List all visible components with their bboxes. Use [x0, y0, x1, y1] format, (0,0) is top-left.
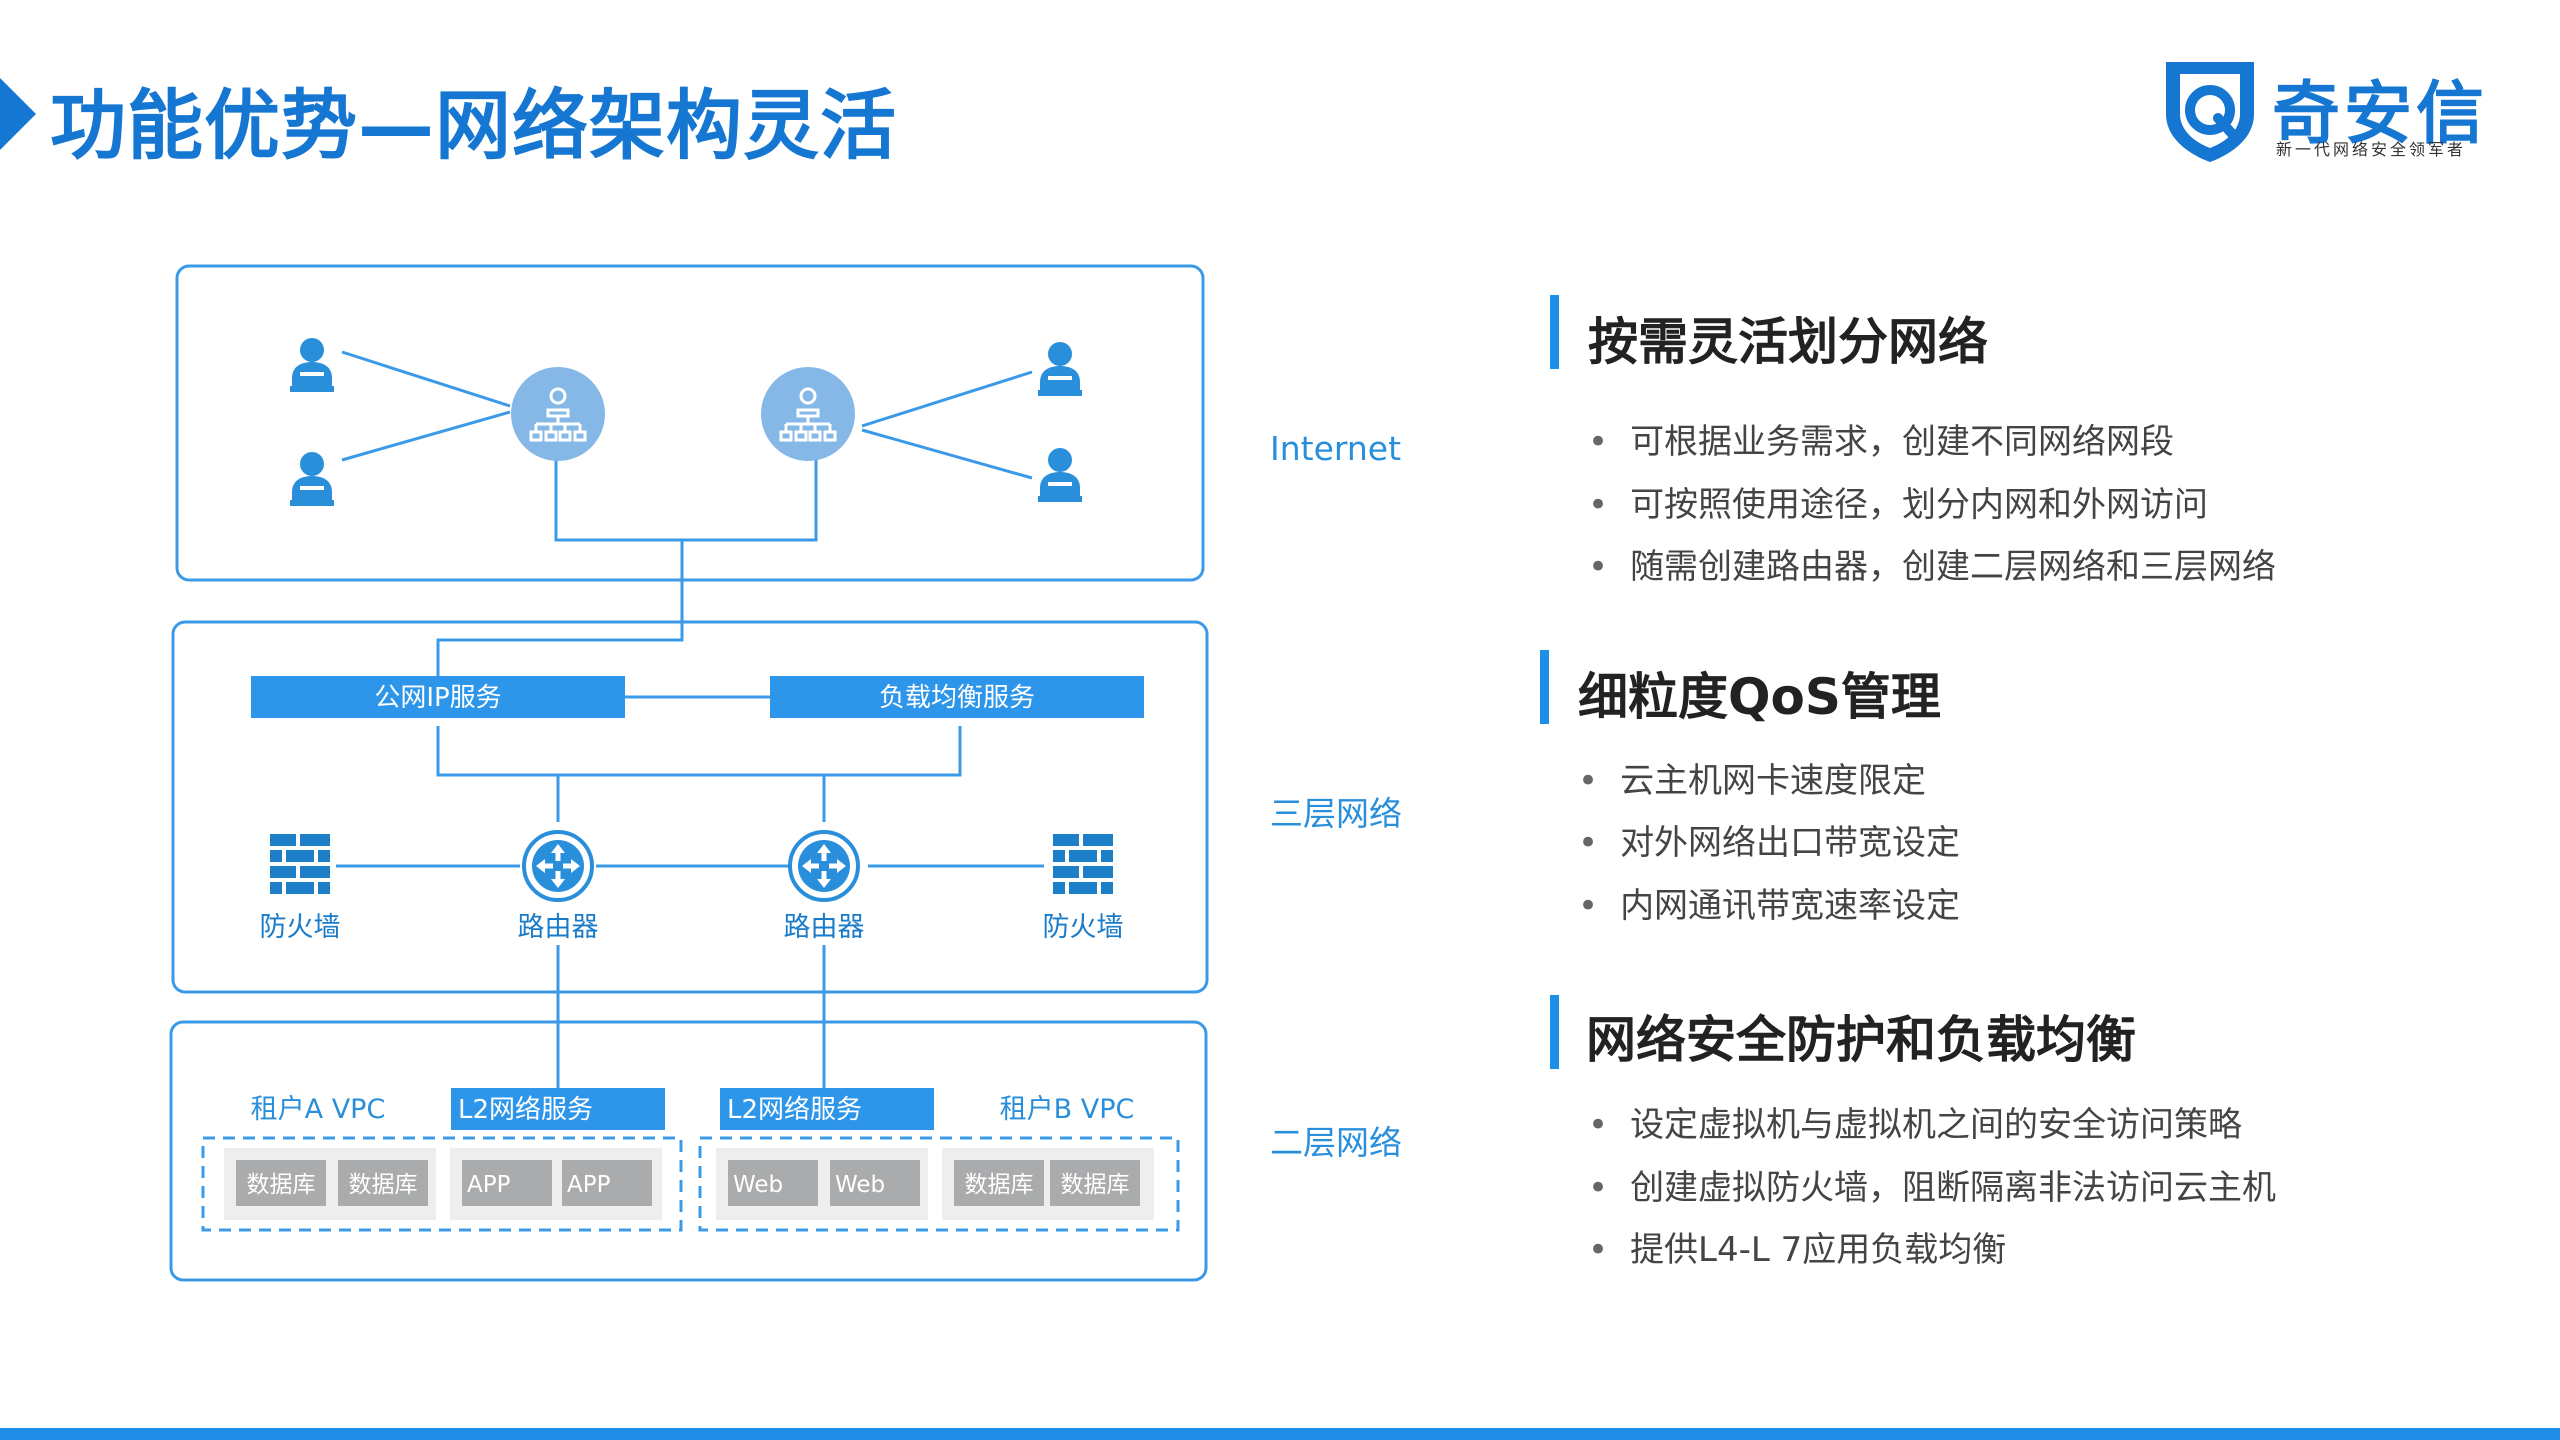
- internet-layer-label: Internet: [1270, 429, 1401, 468]
- router-left-label: 路由器: [518, 912, 599, 943]
- vpc-a-box-label: 数据库: [247, 1172, 316, 1198]
- internet-zone-frame: [175, 264, 1205, 582]
- bullet-text: 设定虚拟机与虚拟机之间的安全访问策略: [1630, 1105, 2243, 1145]
- vpc-b-box: [830, 1160, 920, 1206]
- vpc-b-box: [728, 1160, 818, 1206]
- router-icon: [522, 830, 594, 902]
- bullet-text: 可按照使用途径，划分内网和外网访问: [1630, 485, 2209, 525]
- vpc-b-box: [954, 1160, 1044, 1206]
- l3-zone-frame: [171, 620, 1209, 994]
- bullet-text: 对外网络出口带宽设定: [1620, 823, 1961, 863]
- bullet-item: •设定虚拟机与虚拟机之间的安全访问策略: [1588, 1105, 2243, 1145]
- vpc-b-box-label: 数据库: [1061, 1172, 1130, 1198]
- firewall-right-label: 防火墙: [1043, 912, 1124, 943]
- logo-slogan: 新一代网络安全领军者: [2276, 140, 2467, 159]
- load-balancer-service-bar: [770, 676, 1144, 718]
- l2-service-bar-left: [451, 1088, 665, 1130]
- vpc-a-box: [462, 1160, 552, 1206]
- page-title: 功能优势—网络架构灵活: [50, 81, 897, 170]
- title-arrow-icon: [0, 78, 36, 150]
- section-title: 网络安全防护和负载均衡: [1586, 1011, 2136, 1069]
- vpc-a-box-label: APP: [467, 1172, 511, 1198]
- l2-layer-label: 二层网络: [1270, 1123, 1402, 1162]
- section-title: 按需灵活划分网络: [1588, 313, 1988, 371]
- footer-accent-bar: [0, 1428, 2560, 1440]
- user-icon: [1036, 340, 1084, 398]
- bullet-item: •创建虚拟防火墙，阻断隔离非法访问云主机: [1588, 1168, 2277, 1208]
- vpc-a-box: [562, 1160, 652, 1206]
- public-ip-service-bar: [251, 676, 625, 718]
- logo-name: 奇安信: [2272, 75, 2489, 154]
- tenant-a-vpc-label: 租户A VPC: [251, 1094, 386, 1125]
- bullet-text: 内网通讯带宽速率设定: [1620, 886, 1961, 926]
- section-accent-bar: [1540, 650, 1549, 724]
- vpc-a-box: [338, 1160, 428, 1206]
- user-icon: [288, 336, 336, 394]
- section-title: 细粒度QoS管理: [1578, 668, 1941, 726]
- tenant-a-vpc-group: [201, 1136, 683, 1232]
- bullet-text: 可根据业务需求，创建不同网络网段: [1630, 422, 2175, 462]
- firewall-icon: [1053, 834, 1113, 894]
- vpc-a-box-label: APP: [567, 1172, 611, 1198]
- router-icon: [788, 830, 860, 902]
- vpc-b-box-label: 数据库: [965, 1172, 1034, 1198]
- company-logo: 奇安信 新一代网络安全领军者: [2160, 58, 2520, 168]
- vpc-a-box: [236, 1160, 326, 1206]
- bullet-text: 创建虚拟防火墙，阻断隔离非法访问云主机: [1630, 1168, 2277, 1208]
- public-ip-service-label: 公网IP服务: [374, 683, 501, 713]
- network-hub-icon: [509, 365, 607, 463]
- l3-layer-label: 三层网络: [1270, 794, 1402, 833]
- vpc-a-box-label: 数据库: [349, 1172, 418, 1198]
- user-icon: [1036, 446, 1084, 504]
- vpc-b-box: [1050, 1160, 1140, 1206]
- bullet-item: •对外网络出口带宽设定: [1578, 823, 1961, 863]
- l2-service-bar-right: [720, 1088, 934, 1130]
- router-right-label: 路由器: [784, 912, 865, 943]
- bullet-item: •随需创建路由器，创建二层网络和三层网络: [1588, 547, 2277, 587]
- bullet-item: •可根据业务需求，创建不同网络网段: [1588, 422, 2175, 462]
- bullet-item: •提供L4-L 7应用负载均衡: [1588, 1230, 2007, 1270]
- bullet-text: 提供L4-L 7应用负载均衡: [1630, 1230, 2007, 1270]
- tenant-b-vpc-group: [698, 1136, 1180, 1232]
- user-icon: [288, 450, 336, 508]
- l2-zone-frame: [169, 1020, 1208, 1282]
- firewall-icon: [270, 834, 330, 894]
- section-accent-bar: [1550, 295, 1559, 369]
- bullet-text: 随需创建路由器，创建二层网络和三层网络: [1630, 547, 2277, 587]
- load-balancer-service-label: 负载均衡服务: [879, 683, 1035, 713]
- bullet-item: •云主机网卡速度限定: [1578, 761, 1927, 801]
- bullet-text: 云主机网卡速度限定: [1620, 761, 1927, 801]
- tenant-b-vpc-label: 租户B VPC: [1000, 1094, 1135, 1125]
- shield-logo-icon: [2166, 62, 2254, 162]
- vpc-b-box-label: Web: [835, 1172, 885, 1198]
- bullet-item: •可按照使用途径，划分内网和外网访问: [1588, 485, 2209, 525]
- l2-service-left-label: L2网络服务: [458, 1095, 593, 1125]
- network-hub-icon: [759, 365, 857, 463]
- firewall-left-label: 防火墙: [260, 912, 341, 943]
- vpc-b-box-label: Web: [733, 1172, 783, 1198]
- l2-service-right-label: L2网络服务: [727, 1095, 862, 1125]
- bullet-item: •内网通讯带宽速率设定: [1578, 886, 1961, 926]
- section-accent-bar: [1550, 995, 1559, 1069]
